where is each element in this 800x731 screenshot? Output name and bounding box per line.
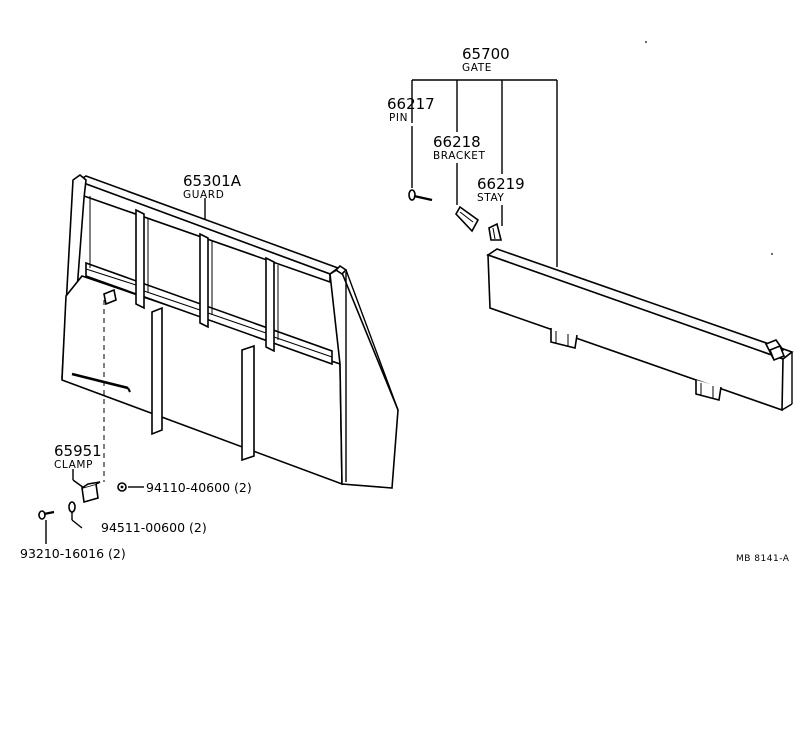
bracket-part xyxy=(455,205,480,233)
guard-part xyxy=(61,173,399,489)
bracket-label: 66218 BRACKET xyxy=(433,133,486,162)
clamp-leader-line-2 xyxy=(72,479,85,489)
clamp-part xyxy=(81,481,101,504)
gate-part-number: 65700 xyxy=(462,45,510,63)
gate-label: 65700 GATE xyxy=(462,45,510,74)
bracket-part-number: 66218 xyxy=(433,133,481,151)
guard-name: GUARD xyxy=(183,189,224,201)
stay-name: STAY xyxy=(477,192,504,204)
pin-part-number: 66217 xyxy=(387,95,435,113)
scan-dot xyxy=(645,41,647,43)
clamp-label: 65951 CLAMP xyxy=(54,442,102,471)
scan-dot xyxy=(771,253,773,255)
bracket-name: BRACKET xyxy=(433,150,486,162)
gate-leader-lines xyxy=(411,79,558,267)
guard-part-number: 65301A xyxy=(183,172,242,190)
washer-part xyxy=(117,482,127,492)
pin-name: PIN xyxy=(389,112,408,124)
nut-leader-line-2 xyxy=(71,519,83,529)
guard-label: 65301A GUARD xyxy=(183,172,242,201)
clamp-name: CLAMP xyxy=(54,459,93,471)
stay-part xyxy=(488,222,503,241)
bolt-ref-label: 93210-16016 (2) xyxy=(20,546,126,561)
gate-name: GATE xyxy=(462,62,492,74)
stay-part-number: 66219 xyxy=(477,175,525,193)
stay-label: 66219 STAY xyxy=(477,175,525,204)
bolt-part xyxy=(38,510,55,520)
clamp-part-number: 65951 xyxy=(54,442,102,460)
pin-part xyxy=(408,189,433,202)
nut-part xyxy=(68,501,76,513)
washer-ref-label: 94110-40600 (2) xyxy=(146,480,252,495)
nut-ref-label: 94511-00600 (2) xyxy=(101,520,207,535)
gate-panel xyxy=(486,248,794,412)
diagram-code: MB 8141-A xyxy=(736,554,790,564)
pin-label: 66217 PIN xyxy=(387,95,435,124)
